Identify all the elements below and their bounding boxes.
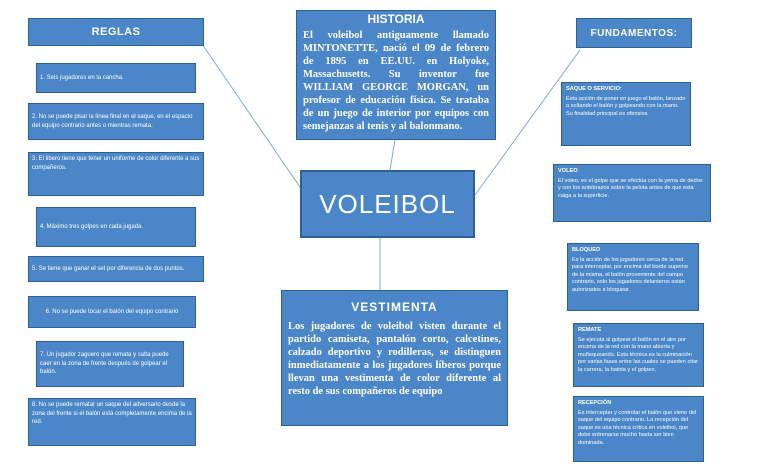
- reglas-header: REGLAS: [28, 18, 204, 46]
- regla-7: 7. Un jugador zaguero que remata y salta…: [36, 341, 184, 387]
- historia-text: El voleibol antiguamente llamado MINTONE…: [303, 30, 489, 132]
- fundamentos-header: FUNDAMENTOS:: [576, 18, 692, 48]
- regla-4: 4. Máximo tres golpes en cada jugada.: [36, 207, 196, 247]
- regla-8: 8. No se puede rematar un saque del adve…: [28, 398, 196, 446]
- historia-title: HISTORIA: [367, 12, 425, 26]
- fundamento-bloqueo: BLOQUEO Es la acción de los jugadores ce…: [567, 243, 699, 311]
- vestimenta-text: Los jugadores de voleibol visten durante…: [288, 321, 501, 397]
- regla-5: 5. Se tiene que ganar el set por diferen…: [28, 256, 204, 282]
- regla-6: 6. No se puede tocar el balón del equipo…: [28, 296, 196, 328]
- fundamento-saque: SAQUE O SERVICIO: Esta acción de poner e…: [561, 82, 691, 146]
- fundamento-remate: REMATE Se ejecuta al golpear el balón en…: [573, 323, 704, 387]
- fundamento-voleo: VOLEO El voleo, es el golpe que se efect…: [553, 164, 711, 222]
- regla-1: 1. Seis jugadores en la cancha.: [36, 63, 196, 93]
- voleibol-center: VOLEIBOL: [300, 170, 475, 238]
- regla-3: 3. El libero tiene que tener un uniforme…: [28, 152, 204, 196]
- fundamento-recepcion: RECEPCIÓN Es interceptar y controlar el …: [573, 396, 704, 462]
- reglas-header-label: REGLAS: [91, 26, 141, 38]
- vestimenta-box: VESTIMENTA Los jugadores de voleibol vis…: [281, 290, 508, 426]
- center-title: VOLEIBOL: [319, 188, 456, 219]
- regla-2: 2. No se puede pisar la línea final en e…: [28, 103, 204, 140]
- fundamentos-header-label: FUNDAMENTOS:: [590, 27, 678, 39]
- vestimenta-title: VESTIMENTA: [351, 300, 438, 314]
- historia-box: HISTORIA El voleibol antiguamente llamad…: [296, 10, 496, 140]
